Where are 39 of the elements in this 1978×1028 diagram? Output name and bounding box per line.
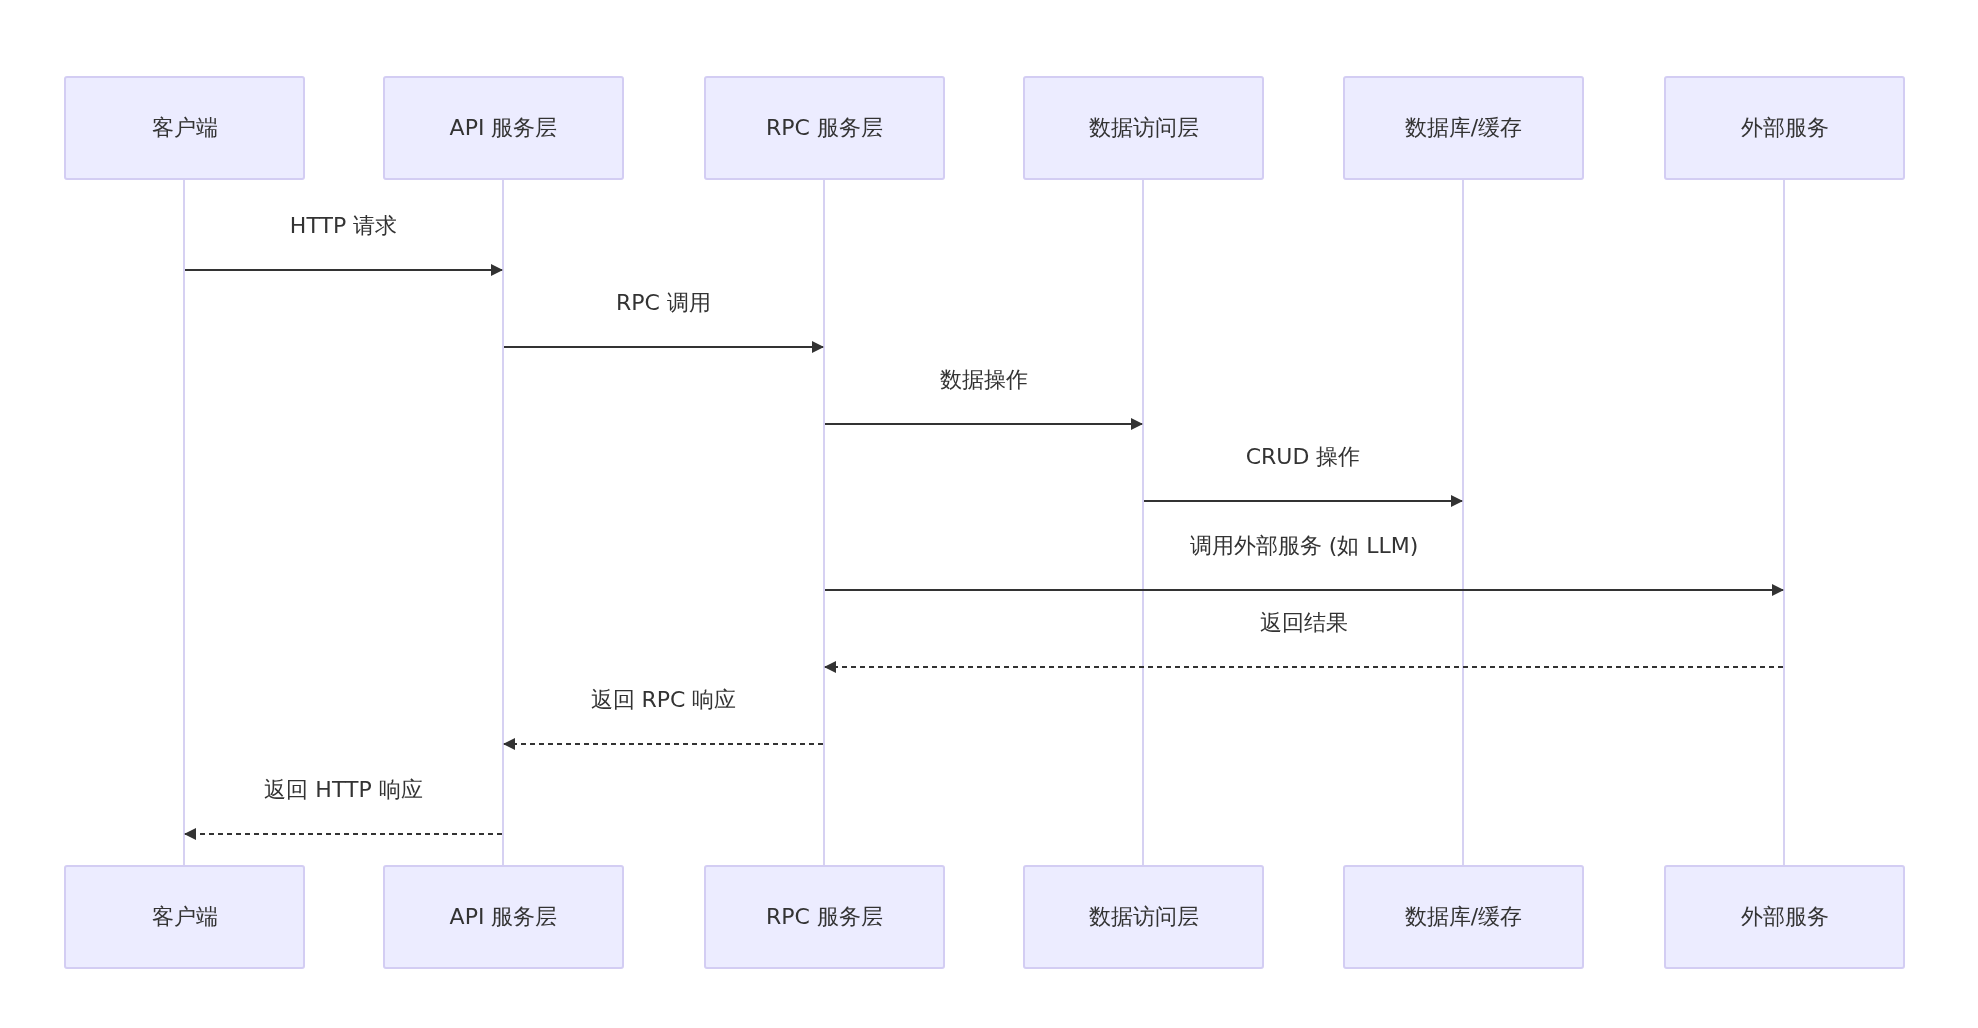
- participant-name: 数据库/缓存: [1404, 114, 1523, 142]
- participant-name: 数据访问层: [1088, 903, 1199, 931]
- lifeline: [1462, 180, 1464, 865]
- participant-box: [1343, 865, 1584, 969]
- lifeline: [823, 180, 825, 865]
- participant-name: 客户端: [151, 114, 218, 142]
- participant-name: API 服务层: [449, 114, 558, 142]
- lifeline: [183, 180, 185, 865]
- participant-box: [1664, 865, 1905, 969]
- participant-name: 客户端: [151, 903, 218, 931]
- message-arrow: [184, 828, 503, 840]
- participant-box: [704, 76, 945, 180]
- participant-box: [704, 865, 945, 969]
- participant-box: [1023, 76, 1264, 180]
- participant-name: 数据库/缓存: [1404, 903, 1523, 931]
- message-arrow: [184, 264, 503, 276]
- participant-name: RPC 服务层: [766, 903, 883, 931]
- lifeline: [1142, 180, 1144, 865]
- participant-box: [383, 865, 624, 969]
- participant-box: [1664, 76, 1905, 180]
- participant-box: [64, 865, 305, 969]
- participant-name: RPC 服务层: [766, 114, 883, 142]
- lifeline: [1783, 180, 1785, 865]
- participant-box: [64, 76, 305, 180]
- edge-label: 返回 HTTP 响应: [261, 777, 426, 803]
- message-arrow: [824, 661, 1784, 673]
- message-arrow: [824, 584, 1784, 596]
- participant-name: 外部服务: [1740, 114, 1829, 142]
- message-arrow: [1143, 495, 1463, 507]
- participant-name: API 服务层: [449, 903, 558, 931]
- message-arrow: [824, 418, 1143, 430]
- participant-name: 外部服务: [1740, 903, 1829, 931]
- participant-box: [1023, 865, 1264, 969]
- participant-name: 数据访问层: [1088, 114, 1199, 142]
- participant-box: [383, 76, 624, 180]
- message-arrow: [503, 738, 824, 750]
- lifeline: [502, 180, 504, 865]
- message-arrow: [503, 341, 824, 353]
- participant-box: [1343, 76, 1584, 180]
